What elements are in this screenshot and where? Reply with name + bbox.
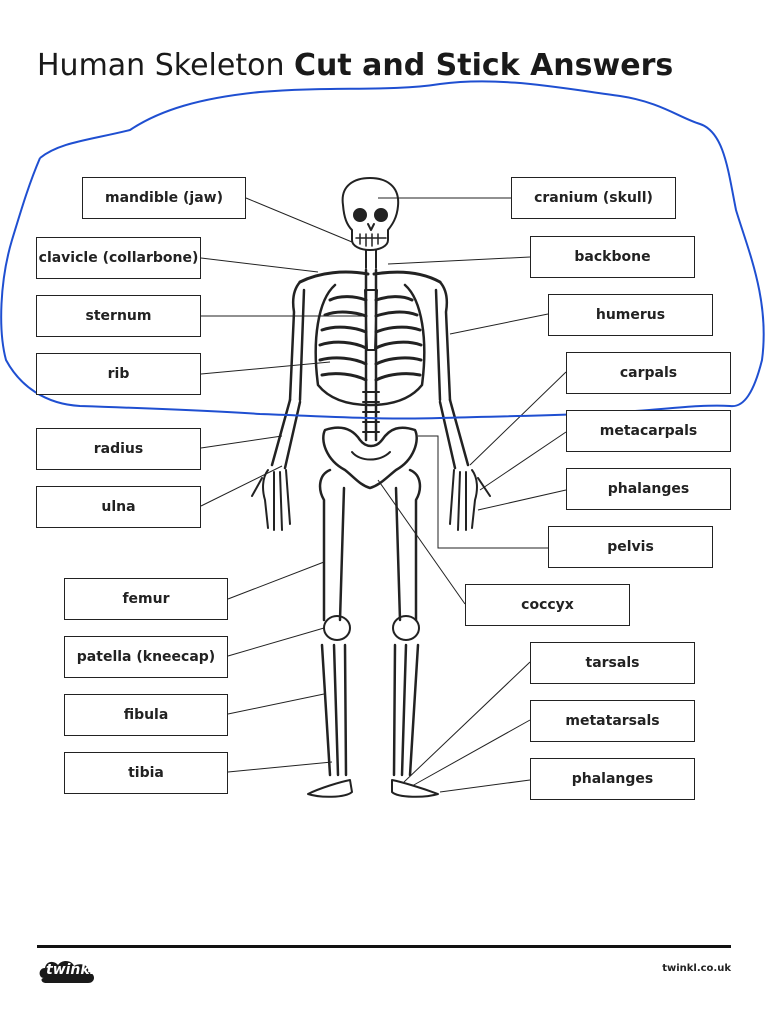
pelvis-bone bbox=[322, 426, 418, 490]
label-radius: radius bbox=[36, 428, 201, 470]
label-cranium: cranium (skull) bbox=[511, 177, 676, 219]
footer-divider bbox=[37, 945, 731, 948]
hand-drawn-annotation bbox=[0, 80, 765, 420]
patella-right bbox=[392, 615, 420, 641]
teeth bbox=[355, 233, 387, 247]
label-phalanges-foot: phalanges bbox=[530, 758, 695, 800]
sacrum bbox=[351, 451, 391, 461]
neck-vertebrae bbox=[365, 249, 377, 269]
eye-socket-left bbox=[353, 208, 367, 222]
label-phalanges-hand: phalanges bbox=[566, 468, 731, 510]
lower-leg-right bbox=[392, 643, 420, 777]
label-coccyx: coccyx bbox=[465, 584, 630, 626]
foot-right bbox=[391, 779, 439, 798]
label-clavicle: clavicle (collarbone) bbox=[36, 237, 201, 279]
label-fibula: fibula bbox=[64, 694, 228, 736]
humerus-right bbox=[434, 280, 452, 402]
label-tibia: tibia bbox=[64, 752, 228, 794]
label-pelvis: pelvis bbox=[548, 526, 713, 568]
label-humerus: humerus bbox=[548, 294, 713, 336]
clavicles bbox=[298, 270, 442, 284]
femur-right bbox=[394, 468, 422, 622]
lumbar-vertebrae bbox=[362, 391, 380, 433]
ribs bbox=[318, 295, 423, 382]
eye-socket-right bbox=[374, 208, 388, 222]
label-sternum: sternum bbox=[36, 295, 201, 337]
title-bold: Cut and Stick Answers bbox=[294, 48, 674, 83]
site-url: twinkl.co.uk bbox=[662, 963, 731, 974]
rib-cage bbox=[314, 283, 426, 407]
spine bbox=[364, 268, 378, 442]
foot-left bbox=[307, 779, 353, 798]
leader-lines bbox=[200, 197, 567, 793]
hand-right bbox=[449, 469, 491, 531]
label-femur: femur bbox=[64, 578, 228, 620]
title-regular: Human Skeleton bbox=[37, 48, 294, 83]
humerus-left bbox=[288, 280, 306, 402]
page-title: Human Skeleton Cut and Stick Answers bbox=[37, 44, 673, 88]
logo-text: twinkl bbox=[46, 962, 95, 978]
label-mandible: mandible (jaw) bbox=[82, 177, 246, 219]
label-ulna: ulna bbox=[36, 486, 201, 528]
twinkl-logo-icon bbox=[39, 960, 94, 983]
forearm-right bbox=[438, 398, 470, 470]
femur-left bbox=[318, 468, 346, 622]
label-rib: rib bbox=[36, 353, 201, 395]
forearm-left bbox=[270, 398, 302, 470]
nasal-cavity bbox=[367, 223, 375, 231]
skull bbox=[341, 177, 400, 251]
patella-left bbox=[323, 615, 351, 641]
lower-leg-left bbox=[320, 643, 348, 777]
label-tarsals: tarsals bbox=[530, 642, 695, 684]
label-metacarpals: metacarpals bbox=[566, 410, 731, 452]
label-carpals: carpals bbox=[566, 352, 731, 394]
hand-left bbox=[251, 469, 291, 531]
label-patella: patella (kneecap) bbox=[64, 636, 228, 678]
label-metatarsals: metatarsals bbox=[530, 700, 695, 742]
label-backbone: backbone bbox=[530, 236, 695, 278]
